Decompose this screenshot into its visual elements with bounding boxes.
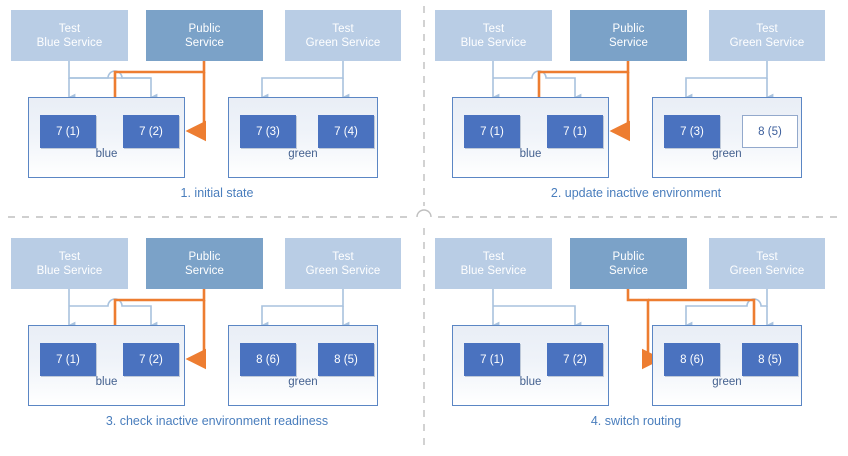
service-label-line1: Public (188, 22, 221, 35)
service-label-line2: Blue Service (460, 36, 527, 49)
environment-label: blue (519, 148, 542, 160)
service-label-line1: Public (612, 22, 645, 35)
environment-label: blue (519, 376, 542, 388)
environment-label: green (288, 376, 318, 388)
service-label-line1: Test (756, 250, 778, 263)
service-label-line2: Green Service (305, 264, 381, 277)
service-label-line2: Service (184, 264, 225, 277)
service-label-line2: Service (608, 264, 649, 277)
service-public[interactable]: Public Service (146, 238, 263, 289)
panel-caption: 2. update inactive environment (550, 186, 722, 200)
service-label-line2: Service (608, 36, 649, 49)
pod[interactable]: 7 (4) (318, 115, 374, 148)
service-label-line2: Green Service (729, 36, 805, 49)
service-label-line2: Service (184, 36, 225, 49)
pod[interactable]: 7 (3) (240, 115, 296, 148)
service-label-line1: Public (612, 250, 645, 263)
service-public[interactable]: Public Service (570, 10, 687, 61)
panel-caption: 4. switch routing (590, 414, 682, 428)
service-label-line1: Public (188, 250, 221, 263)
pod[interactable]: 8 (5) (742, 115, 798, 148)
panel-switch-routing: Test Blue Service Public Service Test Gr… (424, 228, 848, 456)
pod[interactable]: 7 (2) (123, 115, 179, 148)
panel-check-inactive-environment-readiness: Test Blue Service Public Service Test Gr… (0, 228, 424, 456)
pod[interactable]: 7 (2) (547, 343, 603, 376)
pod[interactable]: 7 (1) (464, 115, 520, 148)
service-label-line1: Test (482, 22, 505, 35)
service-label-line1: Test (482, 250, 505, 263)
service-label-line2: Blue Service (460, 264, 527, 277)
service-test-green[interactable]: Test Green Service (285, 238, 401, 289)
service-test-green[interactable]: Test Green Service (709, 10, 825, 61)
pod[interactable]: 7 (1) (464, 343, 520, 376)
service-public[interactable]: Public Service (570, 238, 687, 289)
pod[interactable]: 7 (1) (547, 115, 603, 148)
environment-label: green (712, 376, 742, 388)
environment-label: blue (95, 148, 118, 160)
service-label-line1: Test (58, 250, 81, 263)
pod[interactable]: 8 (5) (742, 343, 798, 376)
environment-label: green (712, 148, 742, 160)
pod[interactable]: 7 (3) (664, 115, 720, 148)
pod[interactable]: 7 (1) (40, 115, 96, 148)
service-test-blue[interactable]: Test Blue Service (435, 238, 552, 289)
service-public[interactable]: Public Service (146, 10, 263, 61)
service-label-line2: Green Service (305, 36, 381, 49)
service-label-line2: Blue Service (36, 36, 103, 49)
service-label-line2: Blue Service (36, 264, 103, 277)
pod[interactable]: 8 (5) (318, 343, 374, 376)
pod[interactable]: 8 (6) (240, 343, 296, 376)
service-label-line1: Test (58, 22, 81, 35)
environment-label: blue (95, 376, 118, 388)
panel-update-inactive-environment: Test Blue Service Public Service Test Gr… (424, 0, 848, 228)
service-label-line1: Test (332, 22, 354, 35)
service-test-blue[interactable]: Test Blue Service (11, 10, 128, 61)
service-test-green[interactable]: Test Green Service (709, 238, 825, 289)
pod[interactable]: 7 (2) (123, 343, 179, 376)
service-test-green[interactable]: Test Green Service (285, 10, 401, 61)
panel-initial-state: Test Blue Service Public Service Test Gr… (0, 0, 424, 228)
service-test-blue[interactable]: Test Blue Service (11, 238, 128, 289)
service-label-line1: Test (332, 250, 354, 263)
pod[interactable]: 8 (6) (664, 343, 720, 376)
service-test-blue[interactable]: Test Blue Service (435, 10, 552, 61)
service-label-line1: Test (756, 22, 778, 35)
environment-label: green (288, 148, 318, 160)
panel-caption: 1. initial state (180, 186, 254, 200)
pod[interactable]: 7 (1) (40, 343, 96, 376)
panel-caption: 3. check inactive environment readiness (105, 414, 329, 428)
service-label-line2: Green Service (729, 264, 805, 277)
